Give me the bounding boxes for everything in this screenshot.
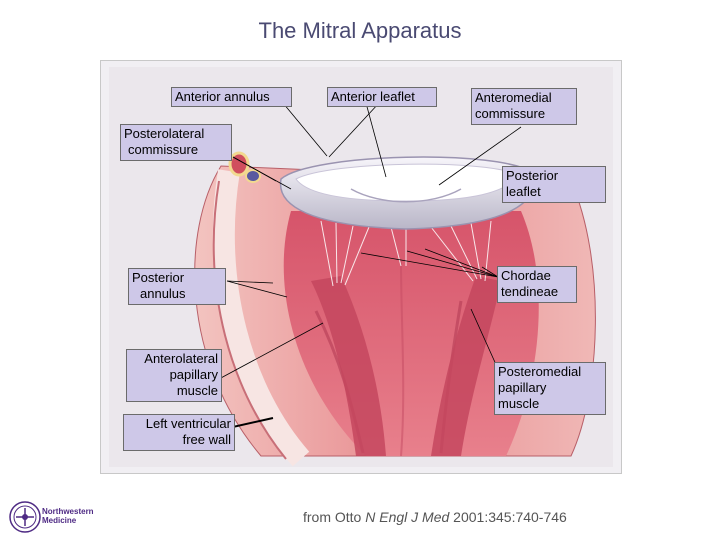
logo-wordmark: Northwestern Medicine — [42, 507, 94, 525]
anterolateral-papillary-muscle-shape — [311, 276, 386, 456]
posteromedial-papillary-muscle-shape — [431, 276, 501, 456]
anterolateral-papillary-muscle-label: Anterolateral papillary muscle — [126, 349, 222, 402]
posterolateral-commissure-label: Posterolateral commissure — [120, 124, 232, 161]
chordae-tendineae-label: Chordae tendineae — [497, 266, 577, 303]
posterior-leaflet-label: Posterior leaflet — [502, 166, 606, 203]
posteromedial-papillary-muscle-label: Posteromedial papillary muscle — [494, 362, 606, 415]
left-ventricular-free-wall-label: Left ventricular free wall — [123, 414, 235, 451]
anterior-annulus-label: Anterior annulus — [171, 87, 292, 107]
slide-title: The Mitral Apparatus — [258, 18, 462, 43]
anteromedial-commissure-label: Anteromedial commissure — [471, 88, 577, 125]
anterior-leaflet-label: Anterior leaflet — [327, 87, 437, 107]
posterior-annulus-label: Posterior annulus — [128, 268, 226, 305]
northwestern-medicine-logo — [9, 501, 41, 533]
citation: from Otto N Engl J Med 2001:345:740-746 — [303, 509, 567, 525]
vessel — [228, 151, 250, 177]
vessel — [245, 169, 261, 183]
